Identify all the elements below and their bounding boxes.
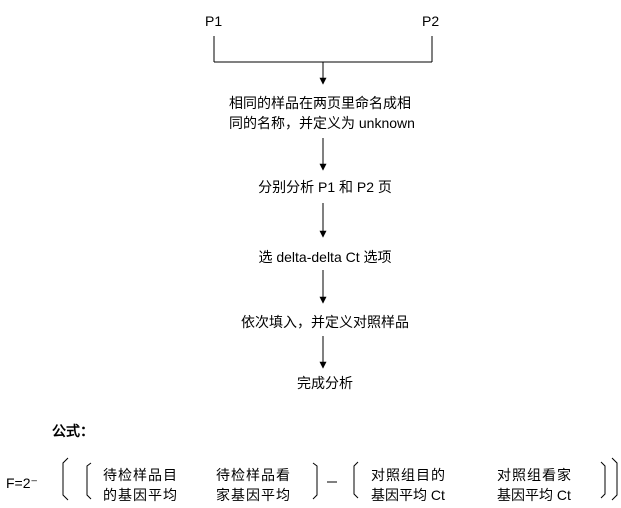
formula-heading: 公式： [52,423,94,439]
step5-text: 完成分析 [297,375,353,391]
term1-line1: 待检样品目 [103,467,178,483]
term2-line2: 家基因平均 [216,487,291,503]
step1-line1: 相同的样品在两页里命名成相 [229,95,411,111]
inner-left-bracket-2 [353,461,359,499]
term4-line1: 对照组看家 [497,467,572,483]
outer-right-bracket [611,457,618,501]
inner-left-bracket-1 [86,462,92,500]
outer-left-bracket [62,457,69,501]
term4-line2: 基因平均 Ct [497,487,571,503]
step2-text: 分别分析 P1 和 P2 页 [258,179,392,195]
merge-bracket [213,36,433,63]
term3-line2: 基因平均 Ct [371,487,445,503]
inner-right-bracket-1 [312,462,318,500]
step3-text: 选 delta-delta Ct 选项 [258,249,392,265]
step1-line2: 同的名称，并定义为 unknown [229,115,415,131]
term2-line1: 待检样品看 [216,467,291,483]
step4-text: 依次填入，并定义对照样品 [241,314,409,330]
term1-line2: 的基因平均 [103,487,178,503]
formula-prefix: F=2⁻ [6,475,38,491]
inner-right-bracket-2 [600,461,606,499]
formula-brackets [62,457,618,501]
term3-line1: 对照组目的 [371,467,446,483]
node-p2: P2 [422,13,440,29]
node-p1: P1 [205,13,223,29]
